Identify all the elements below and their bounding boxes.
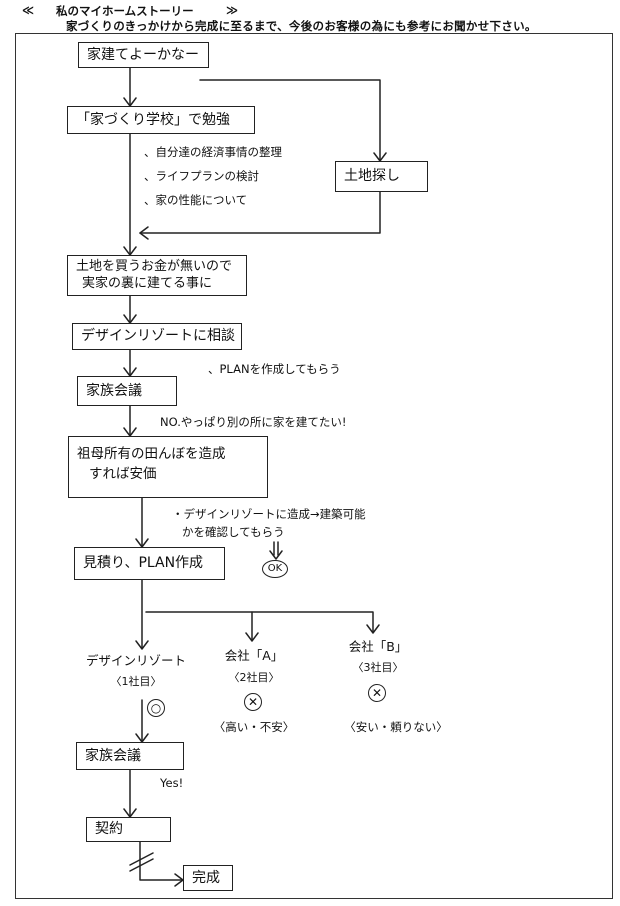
flow-step-start: 家建てよーかなー xyxy=(78,42,209,68)
arrowhead xyxy=(245,632,259,642)
flow-step-family-meeting-final: 家族会議 xyxy=(76,742,184,770)
flow-step-label: 土地を買うお金が無いので xyxy=(76,259,233,274)
page-subtitle: 家づくりのきっかけから完成に至るまで、今後のお客様の為にも参考にお聞かせ下さい。 xyxy=(66,19,537,33)
flow-step-family-land: 土地を買うお金が無いので 実家の裏に建てる事に xyxy=(67,255,247,296)
company3-name: 会社「B」 xyxy=(348,639,408,654)
company1-rank: 〈1社目〉 xyxy=(110,675,162,688)
note-yes: Yes! xyxy=(160,776,184,790)
connector-line xyxy=(145,611,374,633)
company2-reason: 〈高い・不安〉 xyxy=(213,720,295,734)
flow-step-label: 見積り、PLAN作成 xyxy=(83,555,204,572)
connector-line xyxy=(139,191,381,234)
flow-step-study: 「家づくり学校」で勉強 xyxy=(67,106,255,134)
flow-step-family-meeting: 家族会議 xyxy=(77,376,177,406)
flow-step-label: 祖母所有の田んぼを造成 xyxy=(77,446,226,462)
connector-line xyxy=(199,79,381,161)
flow-step-label: すれば安価 xyxy=(89,465,157,482)
ok-mark: OK xyxy=(262,560,288,578)
flow-step-contract: 契約 xyxy=(86,817,171,842)
company1-name: デザインリゾート xyxy=(85,653,187,668)
flow-step-label: 完成 xyxy=(192,869,220,886)
company3-rank: 〈3社目〉 xyxy=(352,661,404,674)
study-item: 、ライフプランの検討 xyxy=(144,169,259,183)
study-item: 、自分達の経済事情の整理 xyxy=(144,145,282,159)
flow-step-land-search: 土地探し xyxy=(335,161,428,192)
title-bracket-open: ≪ xyxy=(22,3,35,17)
note-check: ・デザインリゾートに造成→建築可能 xyxy=(172,507,366,521)
flow-step-label: 家族会議 xyxy=(86,382,142,399)
arrowhead xyxy=(135,640,149,650)
title-bracket-close: ≫ xyxy=(226,3,239,17)
flow-step-consult: デザインリゾートに相談 xyxy=(72,323,242,350)
company2-name: 会社「A」 xyxy=(224,648,284,663)
flow-step-complete: 完成 xyxy=(183,865,233,891)
company2-mark: ✕ xyxy=(244,693,262,711)
note-check: かを確認してもらう xyxy=(182,525,285,539)
company3-mark: ✕ xyxy=(368,684,386,702)
story-frame xyxy=(15,33,613,899)
arrowhead xyxy=(366,624,380,634)
flow-step-label: 土地探し xyxy=(344,168,400,185)
company3-reason: 〈安い・頼りない〉 xyxy=(344,720,448,734)
note-plan: 、PLANを作成してもらう xyxy=(208,362,341,376)
flow-step-grandmother-field: 祖母所有の田んぼを造成 すれば安価 xyxy=(68,436,268,498)
break-mark xyxy=(129,852,154,866)
study-item: 、家の性能について xyxy=(144,193,248,207)
connector-line xyxy=(139,841,183,881)
flow-step-label: 家建てよーかなー xyxy=(87,46,199,63)
arrowhead xyxy=(269,550,283,560)
flow-step-estimate: 見積り、PLAN作成 xyxy=(74,547,225,580)
flow-step-label: 契約 xyxy=(95,821,123,838)
flow-step-label: デザインリゾートに相談 xyxy=(81,328,235,345)
company2-rank: 〈2社目〉 xyxy=(228,671,280,684)
flow-step-label: 実家の裏に建てる事に xyxy=(82,275,213,291)
break-mark xyxy=(129,858,154,872)
page-title: 私のマイホームストーリー xyxy=(56,4,194,18)
arrowhead xyxy=(139,226,149,240)
flow-step-label: 「家づくり学校」で勉強 xyxy=(76,111,230,128)
company1-mark: ○ xyxy=(147,699,165,717)
flow-step-label: 家族会議 xyxy=(85,747,141,764)
note-no: NO.やっぱり別の所に家を建てたい! xyxy=(160,415,347,429)
